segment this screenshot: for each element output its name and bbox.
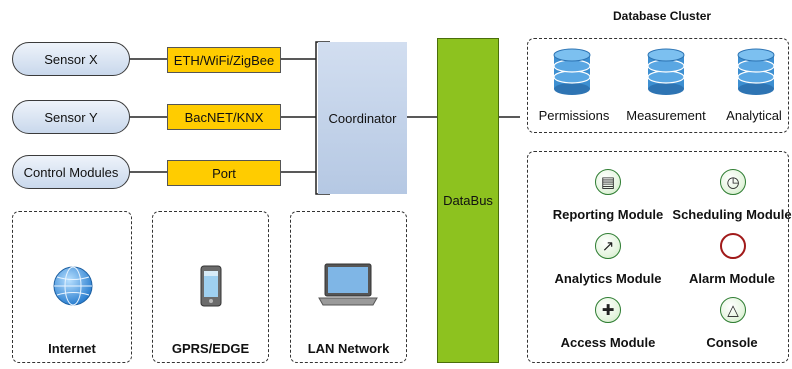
chart-icon: ↗ [595, 233, 621, 259]
protocol-port: Port [167, 160, 281, 186]
phone-icon [200, 265, 222, 307]
plus-icon: ✚ [595, 297, 621, 323]
control-modules-label: Control Modules [23, 164, 119, 180]
database-label: Permissions [538, 108, 610, 123]
modules-box: ▤ ◷ Reporting Module Scheduling Module ↗… [527, 151, 792, 363]
protocol-eth-wifi-zigbee: ETH/WiFi/ZigBee [167, 47, 281, 73]
network-gprs-box: GPRS/EDGE [152, 211, 269, 363]
sensor-y-label: Sensor Y [44, 109, 98, 125]
database-cluster-title: Database Cluster [613, 9, 712, 23]
alarm-icon [720, 233, 746, 259]
module-label-reporting: Reporting Module [552, 207, 664, 222]
module-label-analytics: Analytics Module [554, 271, 662, 286]
sensor-x: Sensor X [12, 42, 130, 76]
network-label: GPRS/EDGE [171, 341, 250, 356]
protocol-label: Port [212, 165, 236, 181]
database-cluster-box: Permissions Measurement Analytical [527, 38, 789, 133]
laptop-icon [318, 263, 378, 306]
clock-icon: ◷ [720, 169, 746, 195]
database-label: Measurement [626, 108, 706, 123]
module-label-access: Access Module [560, 335, 656, 350]
globe-icon [53, 266, 93, 306]
database-icon [737, 48, 775, 95]
protocol-label: BacNET/KNX [184, 109, 264, 125]
coordinator-label: Coordinator [328, 110, 397, 126]
sensor-y: Sensor Y [12, 100, 130, 134]
network-internet-box: Internet [12, 211, 132, 363]
network-label: LAN Network [307, 341, 390, 356]
databus: DataBus [437, 38, 499, 363]
database-label: Analytical [726, 108, 782, 123]
triangle-icon: △ [720, 297, 746, 323]
protocol-label: ETH/WiFi/ZigBee [173, 52, 275, 68]
coordinator: Coordinator [318, 42, 407, 194]
module-label-alarm: Alarm Module [689, 271, 775, 286]
document-icon: ▤ [595, 169, 621, 195]
sensor-x-label: Sensor X [44, 51, 98, 67]
network-lan-box: LAN Network [290, 211, 407, 363]
module-label-scheduling: Scheduling Module [672, 207, 792, 222]
databus-label: DataBus [443, 193, 493, 208]
protocol-bacnet-knx: BacNET/KNX [167, 104, 281, 130]
database-icon [647, 48, 685, 95]
control-modules: Control Modules [12, 155, 130, 189]
database-icon [553, 48, 591, 95]
module-label-console: Console [706, 335, 758, 350]
network-label: Internet [48, 341, 96, 356]
